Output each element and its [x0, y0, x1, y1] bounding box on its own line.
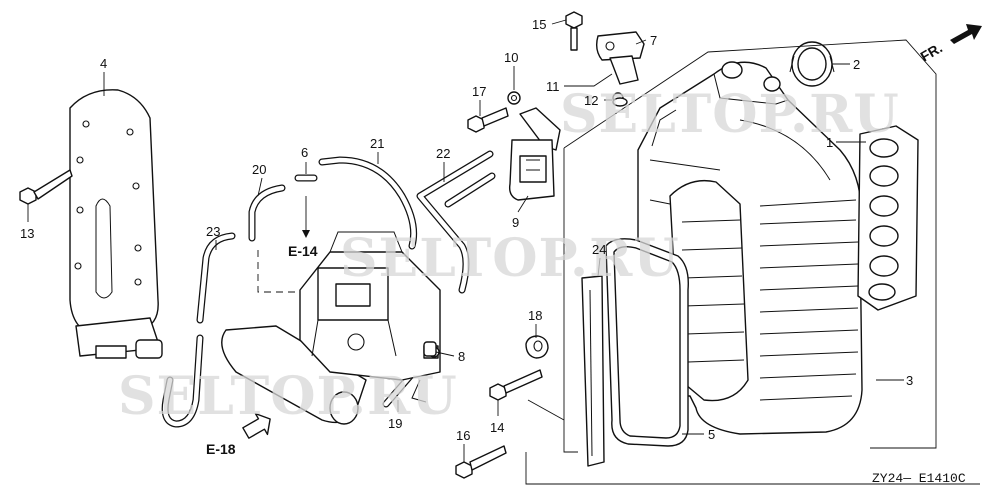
reference-e18: E-18 [206, 441, 236, 457]
gasket-1 [857, 125, 919, 311]
bolt-14 [489, 369, 543, 401]
callout-13: 13 [20, 226, 34, 241]
e18-arrow [242, 412, 271, 439]
grommet-18 [525, 335, 549, 359]
front-label: FR. [918, 39, 946, 64]
bolt-15 [565, 11, 583, 51]
assembly-outline [525, 39, 980, 485]
e14-arrow [257, 196, 310, 293]
callout-11: 11 [546, 79, 560, 94]
watermark-text: SELTOP.RU [118, 366, 458, 427]
watermark-text: SELTOP.RU [340, 228, 680, 289]
callout-10: 10 [504, 50, 518, 65]
heat-shield-plate [69, 89, 163, 359]
leader-lines [27, 19, 904, 462]
throttle-body-assembly [221, 231, 441, 425]
hose-group [161, 150, 496, 428]
callout-8: 8 [458, 349, 465, 364]
bolt-13 [19, 169, 73, 205]
callout-4: 4 [100, 56, 107, 71]
bolt-16 [455, 445, 507, 479]
watermarks: SELTOP.RU SELTOP.RU SELTOP.RU [118, 84, 900, 427]
drawing-code: ZY24— E1410C [872, 471, 966, 486]
sensor-bracket [508, 107, 561, 201]
o-ring-12 [612, 97, 628, 107]
intake-manifold [637, 61, 863, 435]
front-direction-marker: FR. [918, 24, 982, 65]
gasket-5 [605, 238, 689, 447]
callout-5: 5 [708, 427, 715, 442]
callout-24: 24 [592, 242, 606, 257]
reference-e14: E-14 [288, 243, 318, 259]
callout-22: 22 [436, 146, 450, 161]
gasket-ring-2 [789, 41, 835, 87]
callout-labels: 1 2 3 4 5 6 7 8 9 10 11 12 13 14 15 16 1… [20, 17, 913, 443]
callout-7: 7 [650, 33, 657, 48]
callout-12: 12 [584, 93, 598, 108]
callout-17: 17 [472, 84, 486, 99]
callout-15: 15 [532, 17, 546, 32]
callout-19: 19 [388, 416, 402, 431]
callout-16: 16 [456, 428, 470, 443]
callout-2: 2 [853, 57, 860, 72]
callout-21: 21 [370, 136, 384, 151]
bolt-17 [467, 107, 509, 133]
callout-18: 18 [528, 308, 542, 323]
callout-1: 1 [826, 135, 833, 150]
callout-6: 6 [301, 145, 308, 160]
front-arrow-icon [950, 24, 982, 44]
washer-10 [507, 91, 521, 105]
callout-14: 14 [490, 420, 504, 435]
callout-23: 23 [206, 224, 220, 239]
callout-3: 3 [906, 373, 913, 388]
watermark-text: SELTOP.RU [560, 84, 900, 145]
callout-20: 20 [252, 162, 266, 177]
callout-9: 9 [512, 215, 519, 230]
strip-24 [581, 275, 605, 467]
clamp-8 [423, 341, 437, 357]
